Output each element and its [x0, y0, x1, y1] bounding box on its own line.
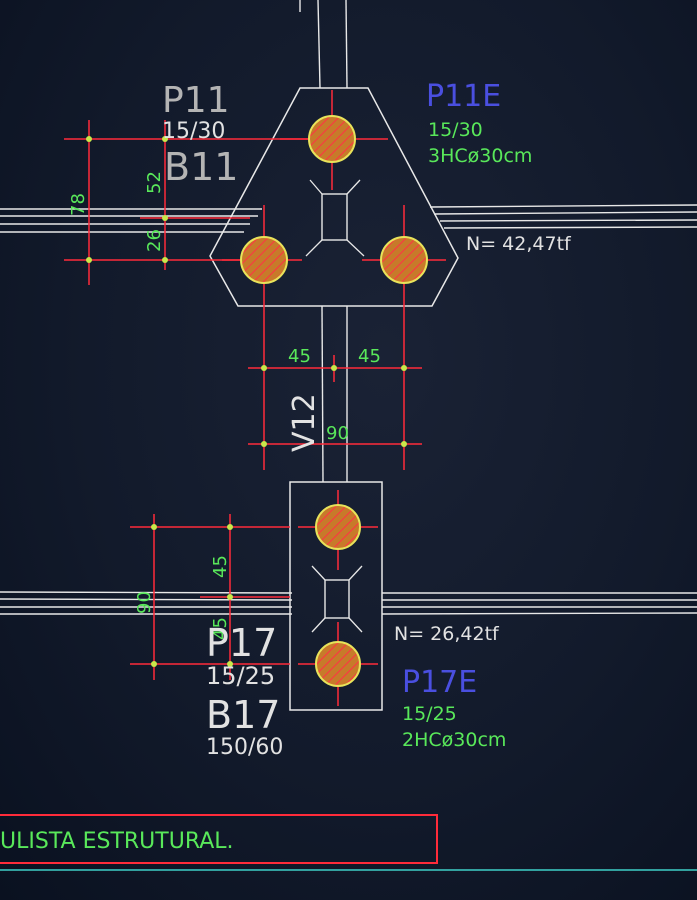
label-p11e-section: 15/30	[428, 119, 483, 141]
dim-45-bottom-upper: 45	[210, 555, 231, 578]
label-p17e-piles: 2HCø30cm	[402, 729, 506, 751]
label-p17e-section: 15/25	[402, 703, 457, 725]
pile-bottom-2	[315, 641, 361, 687]
label-p17: P17	[206, 621, 277, 665]
label-b17-section: 150/60	[206, 735, 283, 760]
dim-45-left: 45	[288, 346, 311, 367]
title-strip: ULISTA ESTRUTURAL.	[0, 814, 697, 871]
label-p11: P11	[162, 80, 230, 121]
label-p17-section: 15/25	[206, 662, 275, 690]
pile-top-1	[308, 115, 356, 163]
label-load-top: N= 42,47tf	[466, 233, 572, 255]
wall-lines	[0, 0, 697, 615]
label-p11e: P11E	[426, 79, 501, 114]
dimension-ticks	[86, 136, 407, 667]
pile-top-3	[380, 236, 428, 284]
title-strip-text: ULISTA ESTRUTURAL.	[0, 829, 234, 854]
label-p11e-piles: 3HCø30cm	[428, 145, 532, 167]
pillar-p11	[321, 193, 348, 241]
pile-bottom-1	[315, 504, 361, 550]
dim-90: 90	[326, 423, 349, 444]
pile-cap-bottom-outline	[289, 481, 383, 711]
label-load-bottom: N= 26,42tf	[394, 623, 500, 645]
dim-78: 78	[68, 193, 89, 216]
title-strip-frame	[0, 814, 438, 864]
dim-45-bottom-lower: 45	[210, 617, 231, 640]
label-v12: V12	[287, 393, 322, 452]
dim-52: 52	[144, 171, 165, 194]
dim-90-bottom: 90	[134, 591, 155, 614]
label-b17: B17	[206, 693, 280, 737]
pile-cap-bottom	[289, 481, 383, 711]
pile-top-2	[240, 236, 288, 284]
label-p17e: P17E	[402, 665, 477, 700]
pillar-p17	[324, 579, 350, 619]
piles	[240, 115, 428, 687]
pile-cap-top	[209, 87, 459, 307]
dim-26: 26	[144, 229, 165, 252]
label-b11: B11	[164, 145, 238, 189]
label-p11-section: 15/30	[162, 119, 225, 144]
pile-cap-top-outline	[209, 87, 459, 307]
dim-45-right: 45	[358, 346, 381, 367]
